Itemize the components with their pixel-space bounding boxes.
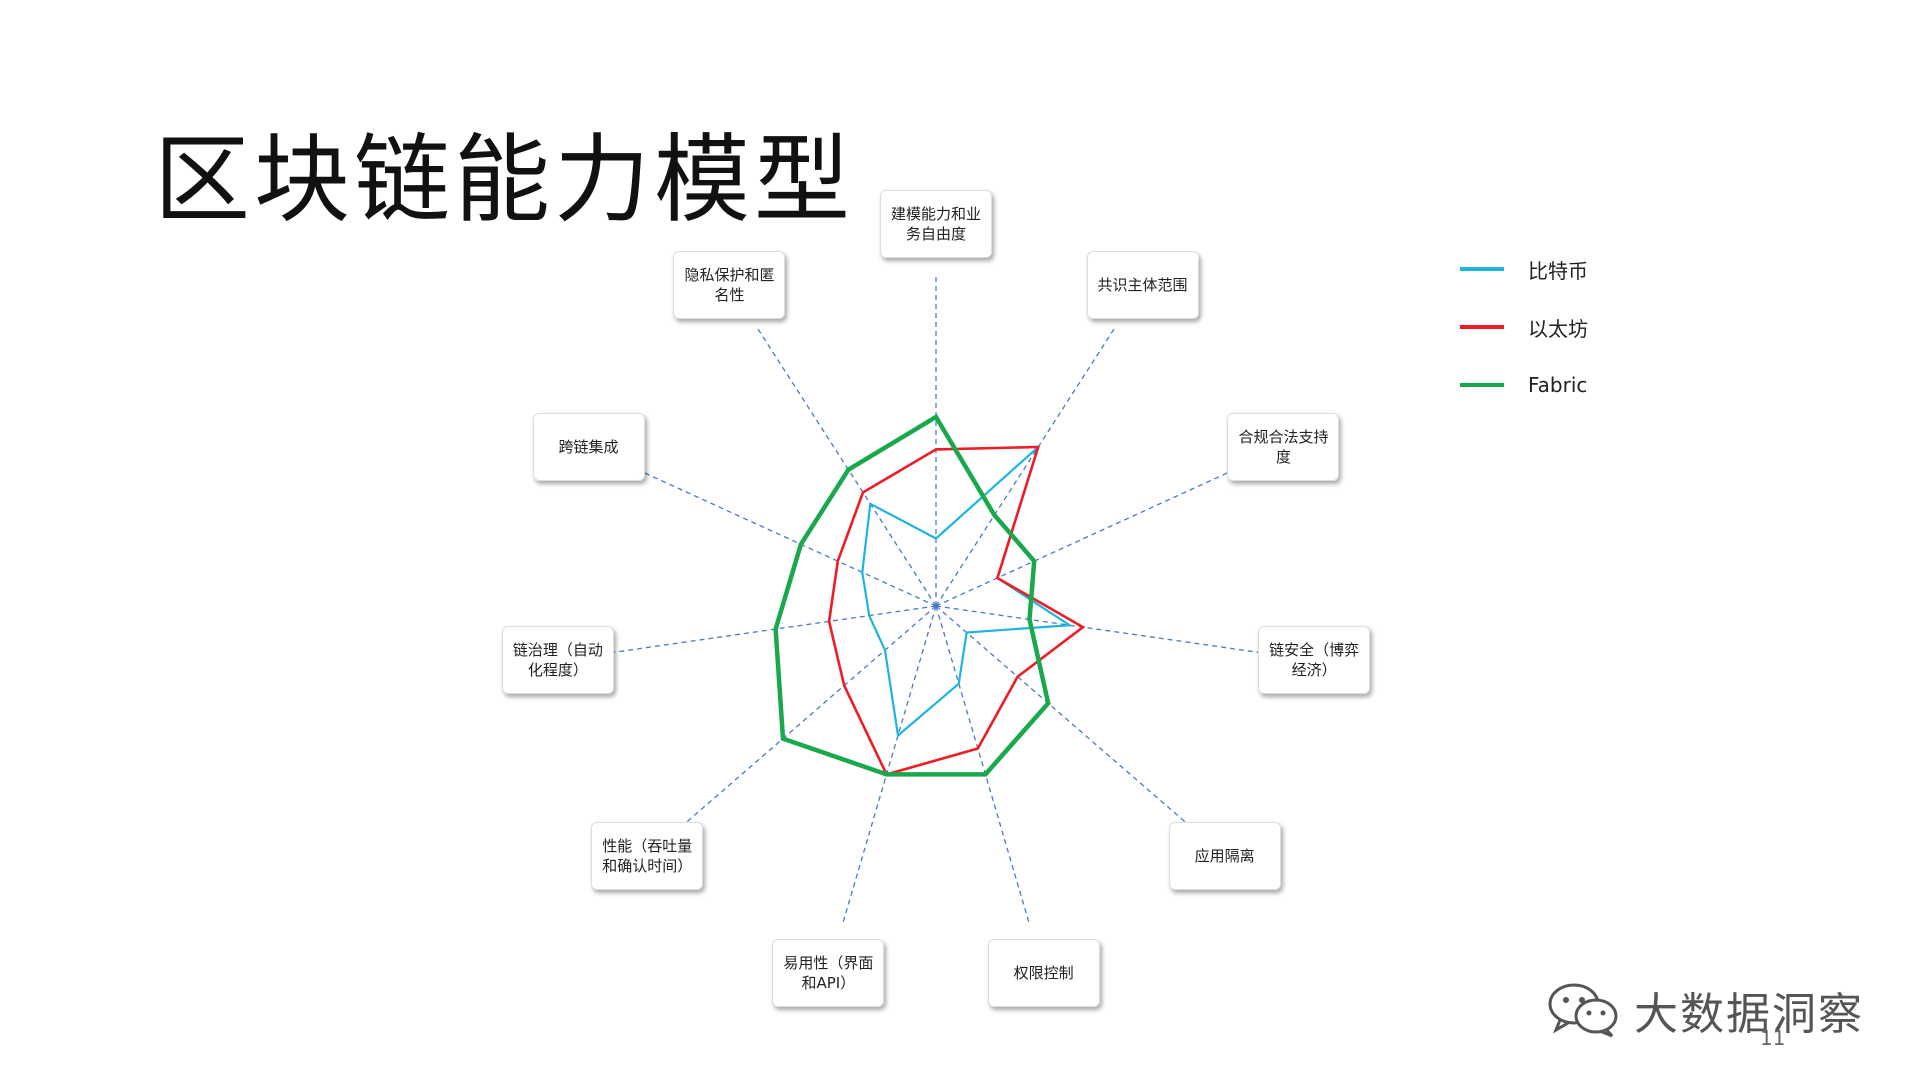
- axis-line: [935, 328, 1115, 607]
- axis-line: [935, 605, 1030, 923]
- axis-label-text: 链安全（博弈经济）: [1269, 640, 1359, 680]
- axis-label-line: 和API）: [801, 973, 856, 992]
- axis-label-line: 链治理（自动: [512, 641, 603, 660]
- axis-label-text: 共识主体范围: [1098, 275, 1188, 295]
- axis-label: 易用性（界面和API）: [772, 938, 885, 1007]
- legend-swatch: [1460, 325, 1504, 329]
- axis-line: [935, 605, 1263, 654]
- axis-label: 隐私保护和匿名性: [673, 250, 786, 319]
- axis-label: 共识主体范围: [1086, 250, 1199, 319]
- axis-label-line: 化程度）: [527, 661, 588, 680]
- axis-label: 性能（吞吐量和确认时间）: [591, 822, 704, 891]
- axis-line: [842, 605, 937, 923]
- series-line-1: [827, 445, 1086, 776]
- axis-label-line: 权限控制: [1013, 963, 1074, 982]
- legend-item-ethereum: 以太坊: [1460, 298, 1588, 356]
- axis-label-line: 应用隔离: [1194, 847, 1255, 866]
- axis-line: [935, 468, 1237, 607]
- page-title: 区块链能力模型: [154, 124, 854, 236]
- axis-label-line: 性能（吞吐量: [602, 837, 693, 856]
- axis-label-text: 合规合法支持度: [1238, 427, 1328, 467]
- legend-label: Fabric: [1528, 373, 1588, 397]
- axis-label-line: 务自由度: [905, 225, 966, 243]
- watermark-text: 大数据洞察: [1634, 989, 1864, 1040]
- axis-label: 权限控制: [987, 938, 1100, 1007]
- axis-label-line: 名性: [714, 285, 745, 304]
- axis-label: 应用隔离: [1168, 822, 1281, 891]
- axis-label-text: 建模能力和业务自由度: [891, 204, 981, 244]
- axis-label-text: 易用性（界面和API）: [783, 953, 873, 993]
- axis-label-line: 跨链集成: [558, 438, 619, 457]
- axis-label-text: 跨链集成: [559, 437, 619, 457]
- axis-label-text: 隐私保护和匿名性: [684, 265, 774, 305]
- axis-label-line: 度: [1275, 448, 1291, 467]
- legend-item-fabric: Fabric: [1460, 356, 1588, 414]
- axis-label-line: 经济）: [1291, 661, 1337, 680]
- series-line-2: [773, 413, 1051, 777]
- axis-label-line: 共识主体范围: [1097, 275, 1188, 294]
- axis-line: [686, 605, 937, 823]
- axis-label-line: 链安全（博弈: [1269, 641, 1360, 660]
- series-layer: [773, 413, 1086, 777]
- axis-line: [609, 605, 937, 654]
- axis-label-text: 权限控制: [1014, 963, 1074, 983]
- axis-label: 建模能力和业务自由度: [880, 190, 992, 258]
- legend-swatch: [1460, 383, 1504, 387]
- axis-label-line: 建模能力和业: [890, 205, 981, 223]
- axis-label-line: 隐私保护和匿: [684, 265, 775, 284]
- axis-label-line: 和确认时间）: [602, 857, 693, 876]
- axis-label: 链治理（自动化程度）: [501, 626, 614, 695]
- legend: 比特币 以太坊 Fabric: [1460, 240, 1588, 414]
- axis-label: 链安全（博弈经济）: [1258, 626, 1371, 695]
- series-line-0: [861, 443, 1073, 738]
- legend-label: 比特币: [1528, 258, 1588, 283]
- axis-label-line: 合规合法支持: [1238, 428, 1329, 447]
- page-number: 11: [1760, 1026, 1786, 1050]
- watermark: 大数据洞察: [1546, 978, 1864, 1042]
- wechat-icon: [1548, 983, 1618, 1038]
- axis-label-text: 性能（吞吐量和确认时间）: [602, 836, 692, 876]
- axis-label-text: 链治理（自动化程度）: [513, 640, 603, 680]
- axis-label: 跨链集成: [532, 413, 645, 482]
- axis-label-text: 应用隔离: [1195, 846, 1255, 866]
- axis-line: [757, 328, 937, 607]
- axis-line: [635, 468, 937, 607]
- axis-line: [935, 605, 1186, 823]
- axis-lines: [609, 276, 1263, 923]
- legend-swatch: [1460, 267, 1504, 271]
- legend-item-bitcoin: 比特币: [1460, 240, 1588, 298]
- axis-label-line: 易用性（界面: [783, 953, 874, 972]
- axis-label: 合规合法支持度: [1227, 413, 1340, 482]
- legend-label: 以太坊: [1528, 316, 1588, 341]
